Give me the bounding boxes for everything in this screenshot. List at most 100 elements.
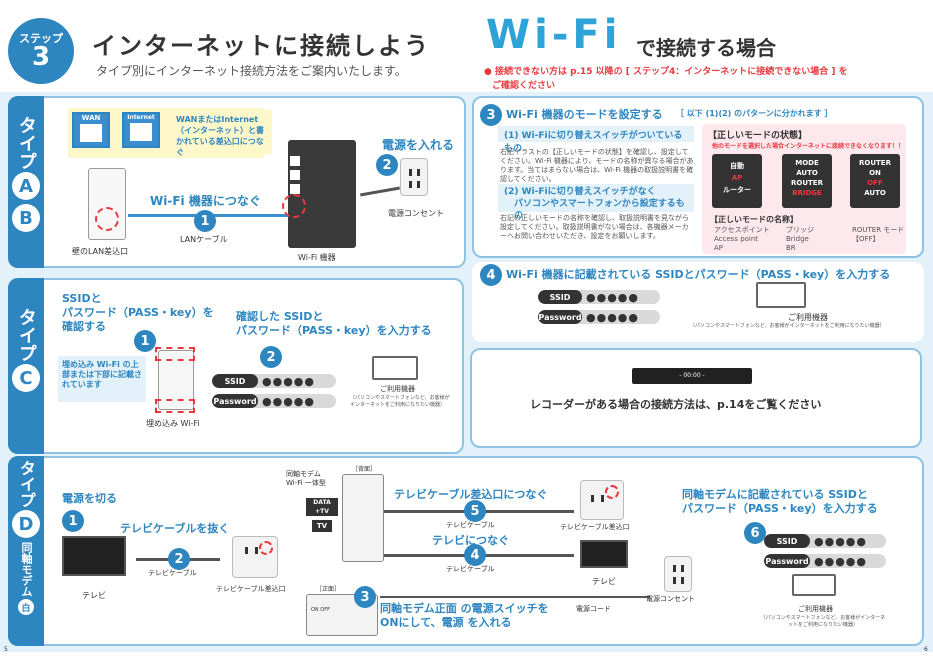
wifi-device-label: Wi-Fi 機器 [298, 253, 336, 262]
tv-icon-2 [580, 540, 628, 568]
wall-lan-port [88, 168, 126, 240]
type-c-laptop-icon [372, 356, 418, 380]
sw1-auto: 自動 [730, 162, 744, 170]
type-c-side: タイプ C [8, 278, 44, 454]
page-number-right: 6 [924, 646, 928, 653]
type-d-step-3: 3 [354, 586, 376, 608]
sw3-router: ROUTER [859, 159, 891, 167]
device-label: ご利用機器 [788, 313, 828, 322]
power-switch-text-1: 同軸モデム正面 の電源スイッチを [380, 602, 549, 615]
sw1-router: ルーター [723, 186, 751, 194]
outlet-label-2: 電源コンセント [646, 595, 695, 603]
to-tv-label: テレビにつなぐ [432, 534, 509, 547]
type-c-step-1: 1 [134, 330, 156, 352]
outlet-label: 電源コンセント [388, 209, 444, 218]
sw2-auto: AUTO [796, 169, 818, 177]
unplug-tv-label: テレビケーブルを抜く [120, 522, 230, 535]
type-c-confirm-title: SSIDと パスワード（PASS・key）を 確認する [62, 292, 214, 334]
sw1-ap: AP [731, 174, 743, 182]
type-d-password-dots: ●●●●● [814, 554, 867, 568]
front-label: ［正面］ [316, 586, 341, 593]
type-c-input-1: 確認した SSIDと [236, 310, 324, 323]
internet-port: Internet [122, 112, 160, 148]
mode-name-1-a: アクセスポイント [714, 226, 770, 234]
wifi-subtitle: で接続する場合 [636, 36, 776, 60]
pattern-1-text: 右記イラストの【正しいモードの状態】を確認し、設定してください。Wi-Fi 機器… [500, 148, 694, 183]
type-c-confirm-2: パスワード（PASS・key）を [62, 306, 214, 319]
ssid-step-badge: 4 [480, 264, 502, 286]
mode-name-2: ブリッジ Bridge BR [786, 226, 814, 253]
warning-line-2: ご確認ください [492, 81, 556, 91]
type-c-input-2: パスワード（PASS・key）を入力する [236, 324, 432, 337]
pattern-2-title-1: (2) Wi-Fiに切り替えスイッチがなく [504, 187, 656, 197]
mode-name-1-c: AP [714, 244, 724, 252]
type-d-step-1: 1 [62, 510, 84, 532]
type-c-ssid-dots: ●●●●● [262, 374, 315, 388]
mode-name-2-c: BR [786, 244, 796, 252]
wall-port-label: 壁のLAN差込口 [72, 247, 129, 256]
tv-port-label-2: テレビケーブル差込口 [560, 523, 630, 531]
step-2-badge: 2 [376, 154, 398, 176]
step-number: 3 [31, 41, 51, 72]
mode-switch-1: 自動 AP ルーター [712, 154, 762, 208]
recorder-icon: - 00:00 - [632, 368, 752, 384]
power-cord-label: 電源コード [576, 605, 611, 613]
type-c-note: 埋め込み Wi-Fi の上部または下部に記載されています [58, 356, 146, 402]
type-d-step-6: 6 [744, 522, 766, 544]
tv-label: テレビ [82, 591, 106, 600]
mode-switch-3: ROUTER ON OFF AUTO [850, 154, 900, 208]
mode-name-3: ROUTER モード 【OFF】 [852, 226, 904, 244]
type-d-white: 白 [18, 599, 34, 615]
type-b-letter: B [12, 204, 40, 232]
type-d-letter: D [12, 510, 40, 538]
type-ab-side-label: タイプ [16, 116, 37, 170]
sw3-off: OFF [867, 179, 883, 187]
power-switch-text: 同軸モデム正面 の電源スイッチを ONにして、電源 を入れる [380, 602, 549, 630]
ssid-label: SSID [538, 290, 582, 304]
tv-out-label: TV [312, 520, 332, 532]
tv-cable-label-1: テレビケーブル [148, 569, 197, 577]
type-d-side-label: タイプ [17, 460, 36, 508]
step-label: ステップ [19, 31, 63, 45]
lan-cable-label: LANケーブル [180, 235, 228, 244]
type-c-confirm-1: SSIDと [62, 292, 102, 305]
mode-name-1: アクセスポイント Access point AP [714, 226, 770, 253]
mode-name-3-a: ROUTER モード [852, 226, 905, 234]
modem-back [342, 474, 384, 562]
tv-port-2 [580, 480, 624, 520]
type-c-device-label: ご利用機器 [380, 385, 415, 393]
power-off-label: 電源を切る [62, 492, 117, 505]
power-outlet-2 [664, 556, 692, 592]
power-cord [380, 596, 650, 598]
type-d-step-2: 2 [168, 548, 190, 570]
power-outlet [400, 158, 428, 196]
type-d-step-5: 5 [464, 500, 486, 522]
type-d-device-note: （パソコンやスマートフォンなど、お客様がインターネットをご利用になりたい機器） [760, 615, 886, 628]
port-note: WANまたはInternet（インターネット）と書かれている差込口につなぐ [172, 110, 272, 157]
type-d-side: タイプ D 同軸モデム 白 [8, 456, 44, 646]
type-a-letter: A [12, 172, 40, 200]
correct-mode-title: 【正しいモードの状態】 [708, 131, 808, 141]
recorder-text: レコーダーがある場合の接続方法は、p.14をご覧ください [530, 398, 822, 411]
laptop-icon [756, 282, 806, 308]
pattern-2-title-2: パソコンやスマートフォンから設定するもの [514, 199, 685, 221]
type-d-ssid-title-2: パスワード（PASS・key）を入力する [682, 502, 878, 515]
type-c-input-title: 確認した SSIDと パスワード（PASS・key）を入力する [236, 310, 432, 338]
warning-line-1: ● 接続できない方は p.15 以降の [ ステップ4：インターネットに接続でき… [484, 67, 848, 77]
type-c-step-2: 2 [260, 346, 282, 368]
embedded-wifi-label: 埋め込み Wi-Fi [146, 419, 200, 428]
pattern-1-title: (1) Wi-Fiに切り替えスイッチがついているもの [498, 126, 694, 154]
tv-label-2: テレビ [592, 577, 616, 586]
step-badge: ステップ 3 [8, 18, 74, 84]
sw3-auto: AUTO [864, 189, 886, 197]
internet-label: Internet [127, 114, 155, 121]
type-d-ssid-title-1: 同軸モデムに記載されている SSIDと [682, 488, 868, 501]
type-c-side-label: タイプ [16, 308, 37, 362]
page-number-left: 5 [4, 646, 8, 653]
back-label: ［背面］ [352, 466, 377, 473]
to-port-label: テレビケーブル差込口につなぐ [394, 488, 548, 501]
type-d-panel [8, 456, 924, 646]
type-d-ssid-label: SSID [764, 534, 810, 548]
type-d-step-4: 4 [464, 544, 486, 566]
modem-title: 同軸モデム Wi-Fi 一体型 [286, 470, 326, 488]
